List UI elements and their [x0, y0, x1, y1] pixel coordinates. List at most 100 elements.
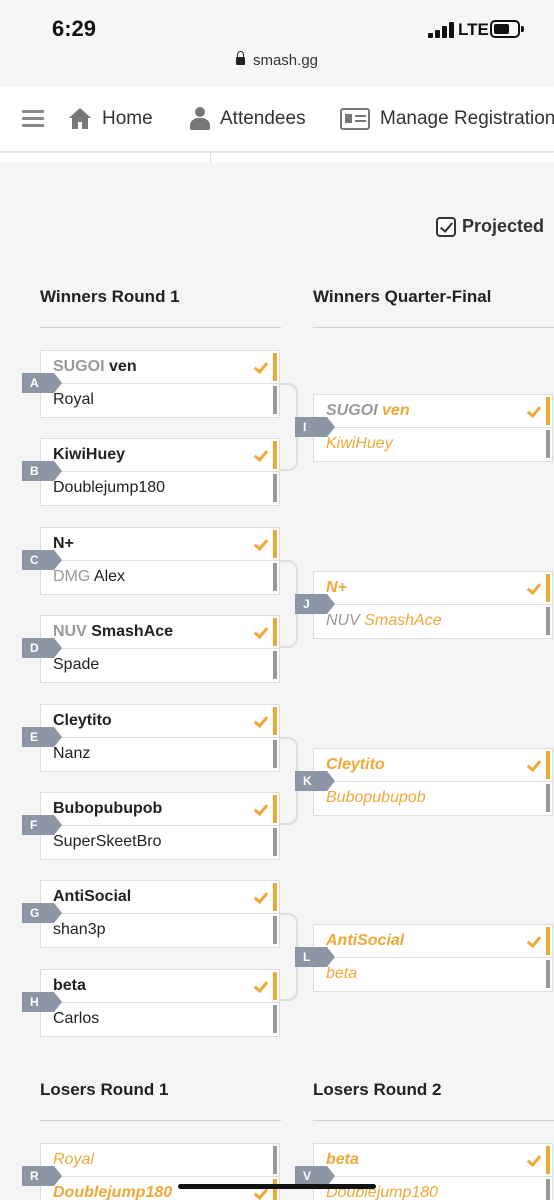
nav-attendees[interactable]: Attendees — [190, 86, 306, 152]
battery-icon — [490, 20, 524, 38]
check-icon — [253, 358, 269, 375]
match-slot-loser[interactable]: Doublejump180 — [40, 472, 280, 506]
match-B[interactable]: KiwiHuey Doublejump180 — [40, 438, 280, 506]
match-slot-winner[interactable]: beta — [313, 1143, 553, 1177]
match-id-tag: G — [22, 903, 62, 923]
match-id-tag: F — [22, 815, 62, 835]
match-slot-winner[interactable]: AntiSocial — [40, 880, 280, 914]
match-H[interactable]: beta Carlos — [40, 969, 280, 1037]
match-R[interactable]: Royal Doublejump180 — [40, 1143, 280, 1200]
match-V[interactable]: beta Doublejump180 — [313, 1143, 553, 1200]
nav-attendees-label: Attendees — [220, 108, 306, 129]
round-title-lr1: Losers Round 1 — [40, 1080, 169, 1099]
match-slot-loser[interactable]: Carlos — [40, 1003, 280, 1037]
match-slot-loser[interactable]: Nanz — [40, 738, 280, 772]
url-text: smash.gg — [252, 52, 319, 69]
hamburger-icon — [22, 110, 44, 128]
match-F[interactable]: Bubopubupob SuperSkeetBro — [40, 792, 280, 860]
check-icon — [253, 623, 269, 640]
match-slot-winner[interactable]: SUGOI ven — [313, 394, 553, 428]
match-slot-winner[interactable]: Cleytito — [313, 748, 553, 782]
match-slot-loser[interactable]: Spade — [40, 649, 280, 683]
match-id-tag: C — [22, 550, 62, 570]
match-id-tag: D — [22, 638, 62, 658]
divider — [313, 1120, 554, 1121]
match-slot-winner[interactable]: Cleytito — [40, 704, 280, 738]
check-icon — [526, 402, 542, 419]
match-K[interactable]: Cleytito Bubopubupob — [313, 748, 553, 816]
url-bar[interactable]: smash.gg — [0, 51, 554, 69]
menu-button[interactable] — [22, 86, 54, 152]
match-id-tag: K — [295, 771, 335, 791]
check-icon — [253, 977, 269, 994]
check-icon — [526, 579, 542, 596]
match-id-tag: J — [295, 594, 335, 614]
check-icon — [253, 446, 269, 463]
check-icon — [253, 535, 269, 552]
match-slot-winner[interactable]: SUGOI ven — [40, 350, 280, 384]
match-id-tag: B — [22, 461, 62, 481]
home-indicator[interactable] — [178, 1184, 376, 1189]
nav-manage-label: Manage Registration — [380, 108, 554, 129]
nav-home-label: Home — [102, 108, 153, 129]
match-slot-loser[interactable]: beta — [313, 958, 553, 992]
nav-home[interactable]: Home — [68, 86, 153, 152]
match-slot-winner[interactable]: KiwiHuey — [40, 438, 280, 472]
match-slot-winner[interactable]: AntiSocial — [313, 924, 553, 958]
match-J[interactable]: N+ NUV SmashAce — [313, 571, 553, 639]
check-icon — [253, 888, 269, 905]
home-icon — [68, 108, 92, 130]
check-icon — [253, 712, 269, 729]
match-I[interactable]: SUGOI ven KiwiHuey — [313, 394, 553, 462]
match-slot-winner[interactable]: NUV SmashAce — [40, 615, 280, 649]
match-id-tag: A — [22, 373, 62, 393]
match-id-tag: H — [22, 992, 62, 1012]
sub-bar — [0, 153, 554, 163]
round-title-wqf: Winners Quarter-Final — [313, 287, 492, 306]
top-nav: Home Attendees Manage Registration — [0, 86, 554, 152]
match-slot-winner[interactable]: Doublejump180 — [40, 1177, 280, 1200]
divider — [313, 327, 554, 328]
match-id-tag: I — [295, 417, 335, 437]
lock-icon — [235, 51, 245, 65]
nav-manage-registration[interactable]: Manage Registration — [340, 86, 554, 152]
network-type: LTE — [458, 20, 489, 39]
match-slot-winner[interactable]: N+ — [40, 527, 280, 561]
match-id-tag: R — [22, 1166, 62, 1186]
match-slot-loser[interactable]: shan3p — [40, 914, 280, 948]
match-G[interactable]: AntiSocial shan3p — [40, 880, 280, 948]
projected-label: Projected — [462, 216, 545, 236]
check-icon — [253, 800, 269, 817]
match-id-tag: L — [295, 947, 335, 967]
person-icon — [190, 107, 210, 131]
id-card-icon — [340, 108, 370, 130]
match-id-tag: V — [295, 1166, 335, 1186]
match-slot-loser[interactable]: Bubopubupob — [313, 782, 553, 816]
projected-toggle[interactable]: Projected — [436, 216, 544, 237]
check-icon — [526, 1151, 542, 1168]
match-slot-winner[interactable]: beta — [40, 969, 280, 1003]
match-C[interactable]: N+ DMG Alex — [40, 527, 280, 595]
match-A[interactable]: SUGOI ven Royal — [40, 350, 280, 418]
match-E[interactable]: Cleytito Nanz — [40, 704, 280, 772]
round-title-lr2: Losers Round 2 — [313, 1080, 442, 1099]
status-bar: 6:29 LTE smash.gg — [0, 0, 554, 86]
match-slot-winner[interactable]: Bubopubupob — [40, 792, 280, 826]
status-time: 6:29 — [52, 16, 97, 41]
signal-icon — [428, 22, 454, 38]
checkbox-icon[interactable] — [436, 216, 456, 237]
match-slot-loser[interactable]: NUV SmashAce — [313, 605, 553, 639]
check-icon — [526, 932, 542, 949]
match-id-tag: E — [22, 727, 62, 747]
match-slot-loser[interactable]: SuperSkeetBro — [40, 826, 280, 860]
match-slot-loser[interactable]: DMG Alex — [40, 561, 280, 595]
match-slot-loser[interactable]: KiwiHuey — [313, 428, 553, 462]
match-slot-winner[interactable]: N+ — [313, 571, 553, 605]
divider — [40, 1120, 281, 1121]
match-slot-loser[interactable]: Royal — [40, 1143, 280, 1177]
match-L[interactable]: AntiSocial beta — [313, 924, 553, 992]
match-slot-loser[interactable]: Royal — [40, 384, 280, 418]
divider — [40, 327, 281, 328]
check-icon — [526, 756, 542, 773]
match-D[interactable]: NUV SmashAce Spade — [40, 615, 280, 683]
